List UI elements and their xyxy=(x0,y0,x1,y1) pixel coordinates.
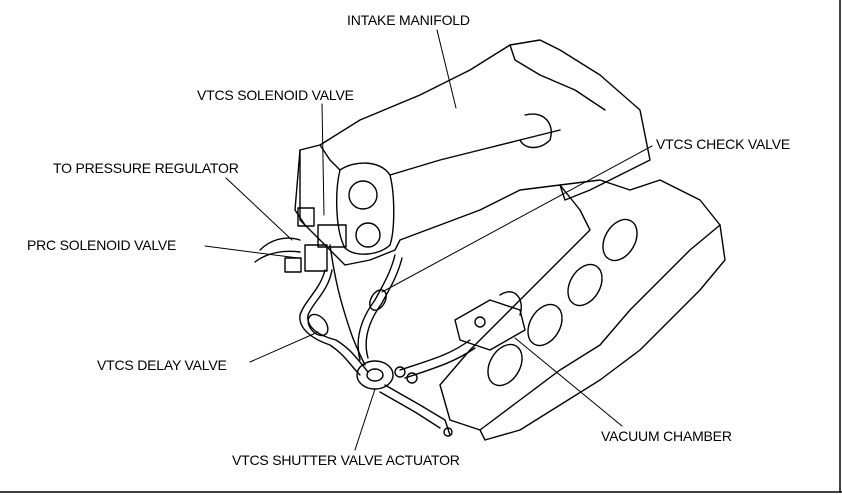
manifold-body xyxy=(294,39,651,266)
leader-vtcs-delay-valve xyxy=(249,331,319,363)
label-vtcs-delay-valve: VTCS DELAY VALVE xyxy=(97,357,227,373)
leader-vacuum-chamber xyxy=(514,337,623,427)
label-vtcs-solenoid-valve: VTCS SOLENOID VALVE xyxy=(197,87,354,103)
leader-vtcs-solenoid-valve xyxy=(321,103,325,216)
leader-vtcs-check-valve xyxy=(381,145,653,293)
leader-prc-solenoid-valve xyxy=(204,245,299,259)
label-prc-solenoid-valve: PRC SOLENOID VALVE xyxy=(27,237,177,253)
leader-vtcs-shutter-valve-actuator xyxy=(354,388,376,451)
label-intake-manifold: INTAKE MANIFOLD xyxy=(347,12,470,28)
label-to-pressure-regulator: TO PRESSURE REGULATOR xyxy=(53,160,239,176)
vacuum-chamber-shape xyxy=(454,291,526,351)
leader-intake-manifold xyxy=(436,29,457,109)
solenoid-valves xyxy=(254,207,347,273)
label-vtcs-shutter-valve-actuator: VTCS SHUTTER VALVE ACTUATOR xyxy=(232,452,460,468)
shutter-valve-actuator xyxy=(356,360,453,437)
leader-to-pressure-regulator xyxy=(225,177,293,241)
vacuum-hoses xyxy=(299,244,476,379)
leader-lines xyxy=(204,29,653,451)
cylinder-head-flange xyxy=(439,179,726,441)
label-vacuum-chamber: VACUUM CHAMBER xyxy=(601,428,732,444)
label-vtcs-check-valve: VTCS CHECK VALVE xyxy=(656,136,790,152)
